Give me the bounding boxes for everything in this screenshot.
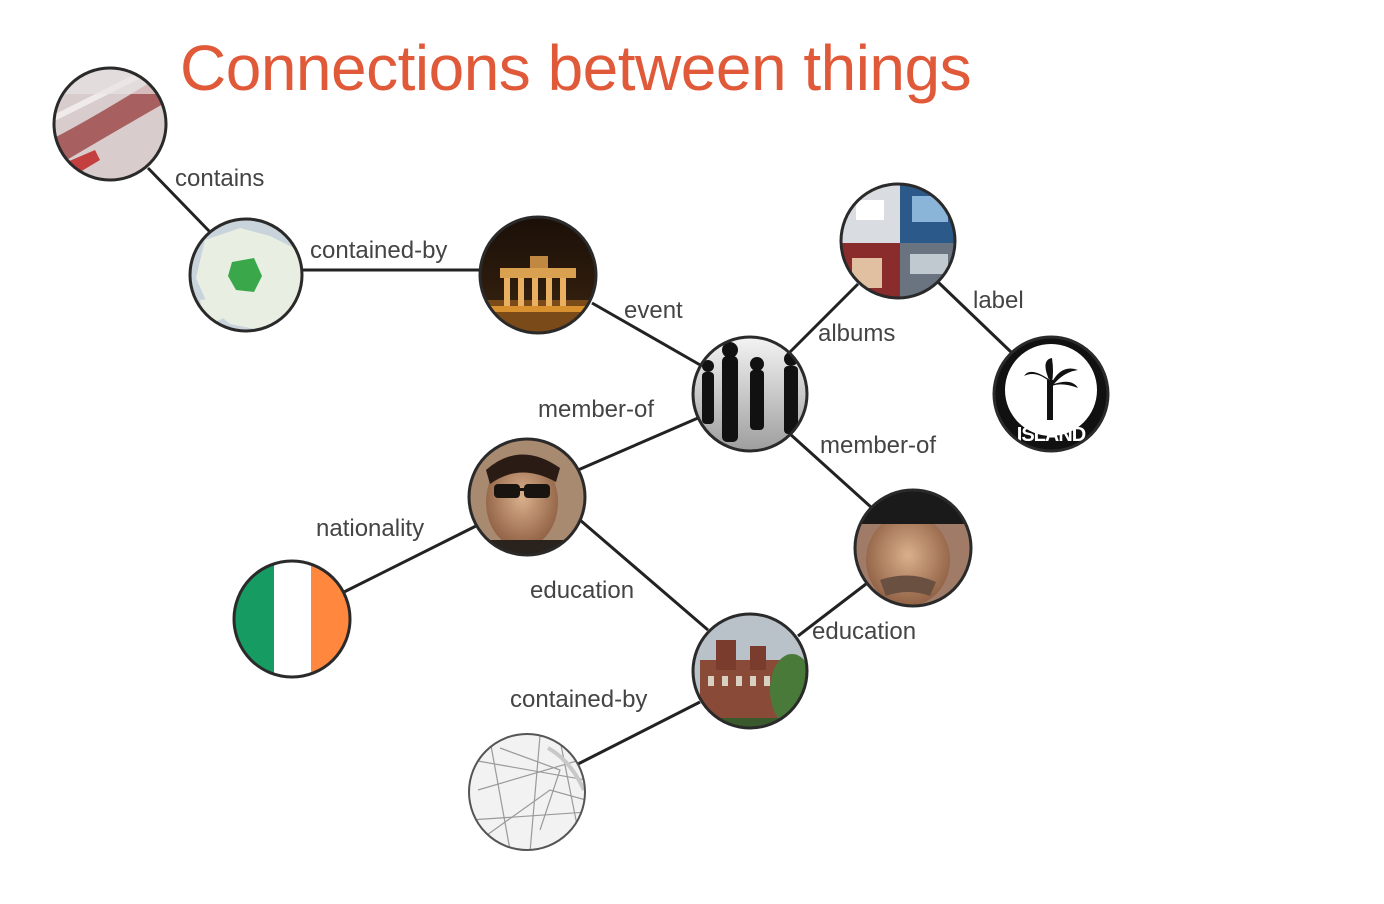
edge-label-member-of-bono: member-of	[538, 396, 654, 423]
edge-label-education-bono: education	[530, 577, 634, 604]
slide-title: Connections between things	[180, 32, 972, 104]
edge-label-nationality: nationality	[316, 515, 424, 542]
node-europe-map	[188, 217, 304, 333]
node-ireland	[232, 559, 352, 679]
edge-member-of-bono	[577, 416, 699, 472]
node-berlin-wall	[52, 66, 168, 182]
edges	[146, 166, 1013, 766]
edge-event	[591, 301, 703, 368]
node-island-records: ISLAND	[992, 335, 1110, 453]
node-the-edge	[853, 488, 973, 608]
edge-label-event: event	[624, 297, 683, 324]
edge-nationality	[343, 524, 477, 594]
edge-education-bono	[579, 518, 709, 632]
edge-contained-by-school	[577, 700, 701, 766]
node-school	[691, 612, 809, 730]
edge-label-contains: contains	[175, 165, 264, 192]
edge-label-albums: albums	[818, 320, 895, 347]
edge-albums	[788, 282, 860, 354]
island-logo-text: ISLAND	[1017, 424, 1086, 446]
edge-contains	[146, 166, 212, 234]
edge-member-of-edge	[788, 432, 874, 510]
edge-label-contained-by-europe: contained-by	[310, 237, 447, 264]
edge-label-label: label	[973, 287, 1024, 314]
node-brandenburg-gate	[478, 215, 598, 335]
edge-label-education-edge: education	[812, 618, 916, 645]
edge-education-edge	[797, 582, 867, 638]
edge-labels: contains contained-by event albums label…	[175, 165, 1024, 713]
edge-label-contained-by-school: contained-by	[510, 686, 647, 713]
edge-label-member-of-edge: member-of	[820, 432, 936, 459]
edge-label	[936, 280, 1013, 354]
node-bono	[467, 437, 587, 557]
node-u2	[691, 335, 809, 453]
node-street-map	[468, 733, 586, 851]
